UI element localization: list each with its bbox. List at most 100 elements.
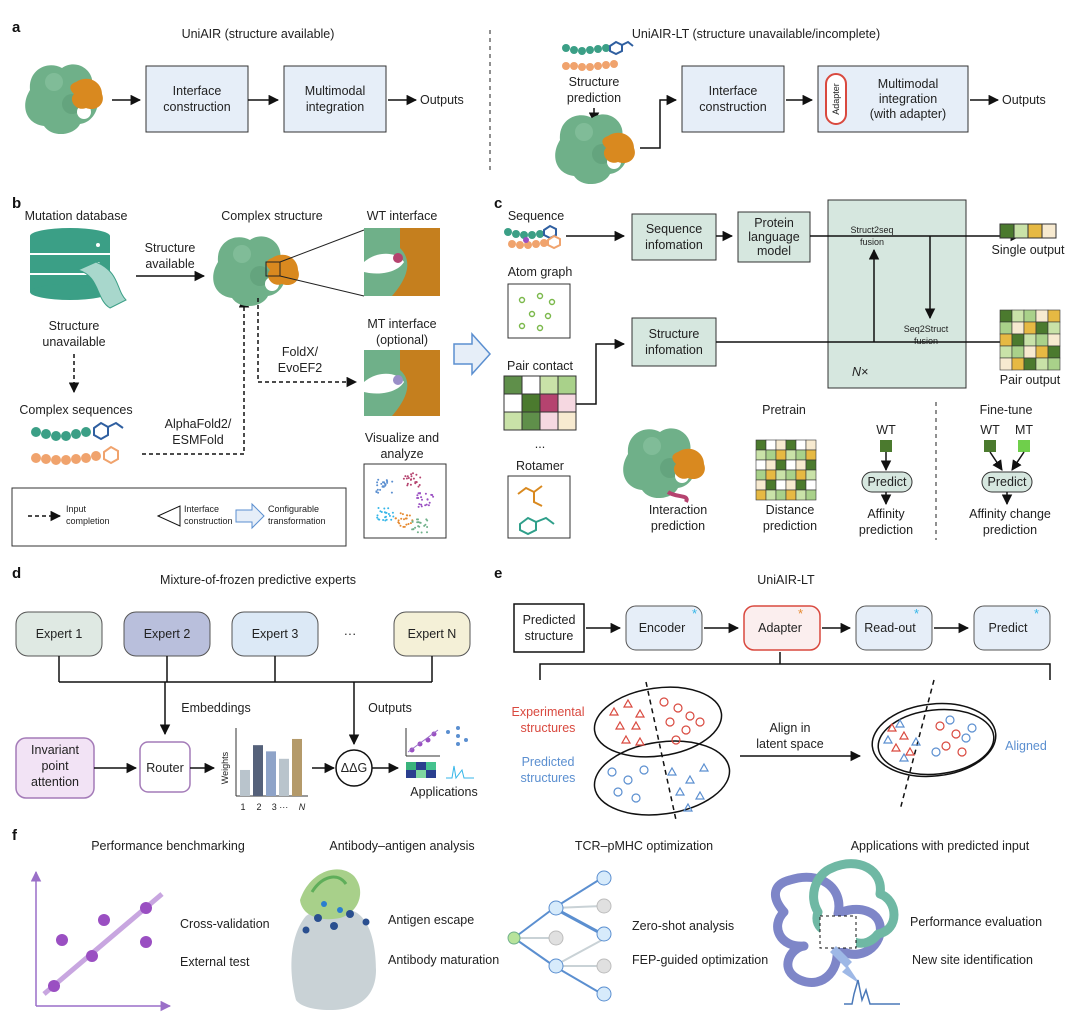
- distance-cell: [755, 449, 767, 461]
- tsne-point: [383, 507, 386, 510]
- e-adapter-trainable-icon: *: [798, 606, 803, 621]
- c-nx-label: N×: [852, 365, 868, 379]
- pair-contact-cell: [521, 375, 541, 395]
- triangle-marker: [894, 718, 906, 728]
- c-structure-info-box: [631, 317, 717, 367]
- tsne-point: [420, 503, 423, 506]
- tsne-point: [376, 514, 379, 517]
- d-router-box: [139, 741, 191, 793]
- distance-cell: [785, 489, 797, 501]
- d-applications-icon: [405, 726, 474, 780]
- a-multimodal-line1: Multimodal: [305, 84, 365, 98]
- tsne-point: [420, 496, 423, 499]
- tsne-point: [399, 512, 402, 515]
- tsne-point: [426, 526, 429, 528]
- f-title-antibody: Antibody–antigen analysis: [329, 839, 474, 853]
- b-mt-interface-image: [364, 350, 440, 416]
- c-affinity-line1: Affinity: [867, 507, 905, 521]
- tsne-point: [384, 519, 387, 522]
- d-weight-tick-3: 3 ···: [272, 802, 289, 812]
- distance-cell: [755, 479, 767, 491]
- tsne-point: [427, 504, 430, 507]
- c-rotamer-icon: [507, 475, 571, 539]
- c-atom-graph-icon: [507, 283, 571, 339]
- triangle-marker: [608, 706, 620, 716]
- b-mutation-db-label: Mutation database: [25, 209, 128, 223]
- b-visualize-line2: analyze: [380, 447, 423, 461]
- c-pair-output-matrix: [999, 309, 1061, 371]
- b-foldx-line1: FoldX/: [282, 345, 319, 359]
- tsne-point: [376, 484, 379, 487]
- distance-cell: [755, 489, 767, 501]
- d-ipa-line1: Invariant: [31, 743, 79, 757]
- triangle-marker: [674, 786, 686, 796]
- pair-contact-cell: [521, 393, 541, 413]
- b-mt-interface-line2: (optional): [376, 333, 428, 347]
- pair-contact-cell: [503, 393, 523, 413]
- distance-cell: [765, 489, 777, 501]
- distance-cell: [795, 459, 807, 471]
- a-mmadapter-line1: Multimodal: [878, 77, 938, 91]
- tsne-point: [424, 504, 427, 507]
- tsne-point: [405, 477, 408, 480]
- weight-bar: [266, 751, 276, 796]
- pair-output-cell: [999, 345, 1013, 359]
- c-pair-contact-label: Pair contact: [507, 359, 574, 373]
- c-ellipsis: ...: [535, 437, 545, 451]
- tsne-point: [386, 480, 389, 483]
- c-predict-pill-affinity: [861, 471, 913, 493]
- d-weights-label: Weights: [220, 751, 230, 784]
- tsne-point: [421, 498, 423, 501]
- d-weight-tick-n: N: [299, 802, 306, 812]
- a-interface-line1: Interface: [173, 84, 222, 98]
- b-structure-available-line1: Structure: [145, 241, 196, 255]
- e-predicted-structure-box: [513, 603, 585, 653]
- e-predicted-line2: structures: [521, 771, 576, 785]
- tsne-point: [392, 515, 395, 518]
- tsne-point: [403, 518, 405, 521]
- c-wt-label-finetune: WT: [980, 423, 1000, 437]
- c-struct2seq-line1: Struct2seq: [850, 225, 893, 235]
- triangle-marker: [886, 722, 898, 732]
- distance-cell: [805, 449, 817, 461]
- a-mmadapter-line2: integration: [879, 92, 937, 106]
- b-legend-input-line2: completion: [66, 516, 110, 526]
- tsne-point: [385, 515, 387, 518]
- tsne-point: [420, 505, 423, 508]
- circle-marker: [941, 741, 951, 751]
- e-experimental-line1: Experimental: [512, 705, 585, 719]
- e-experimental-line2: structures: [521, 721, 576, 735]
- tsne-point: [420, 531, 423, 534]
- tsne-point: [419, 521, 422, 524]
- pair-output-cell: [1023, 357, 1037, 371]
- f-zero-shot: Zero-shot analysis: [632, 919, 734, 933]
- a-left-title: UniAIR (structure available): [182, 27, 335, 41]
- e-encoder-frozen-icon: *: [692, 606, 697, 621]
- c-wt-label-pretrain: WT: [876, 423, 896, 437]
- triangle-marker: [614, 720, 626, 730]
- a-lt-interface-line2: construction: [699, 100, 766, 114]
- distance-cell: [805, 489, 817, 501]
- e-predicted-structure-line2: structure: [525, 629, 574, 643]
- circle-marker: [671, 735, 681, 745]
- e-readout-box: [855, 605, 933, 651]
- circle-marker: [681, 725, 691, 735]
- c-arrow-ft-wt: [989, 451, 1003, 471]
- b-database-icon: [30, 228, 127, 309]
- tsne-point: [391, 511, 394, 514]
- tsne-point: [412, 477, 415, 480]
- b-wt-interface-image: [364, 228, 440, 296]
- c-affinity-change-line2: prediction: [983, 523, 1037, 537]
- tsne-point: [430, 493, 433, 496]
- c-mt-label: MT: [1015, 423, 1033, 437]
- tsne-point: [383, 482, 386, 485]
- b-legend-interface-icon: [156, 505, 181, 527]
- e-encoder-box: [625, 605, 703, 651]
- tsne-point: [411, 520, 414, 523]
- pair-output-cell: [1047, 345, 1061, 359]
- triangle-marker: [682, 802, 694, 812]
- a-adapter-label: Adapter: [831, 83, 841, 115]
- tsne-point: [416, 494, 419, 497]
- a-lt-interface-box: [681, 65, 785, 133]
- b-dashed-arrow-up: [142, 296, 250, 455]
